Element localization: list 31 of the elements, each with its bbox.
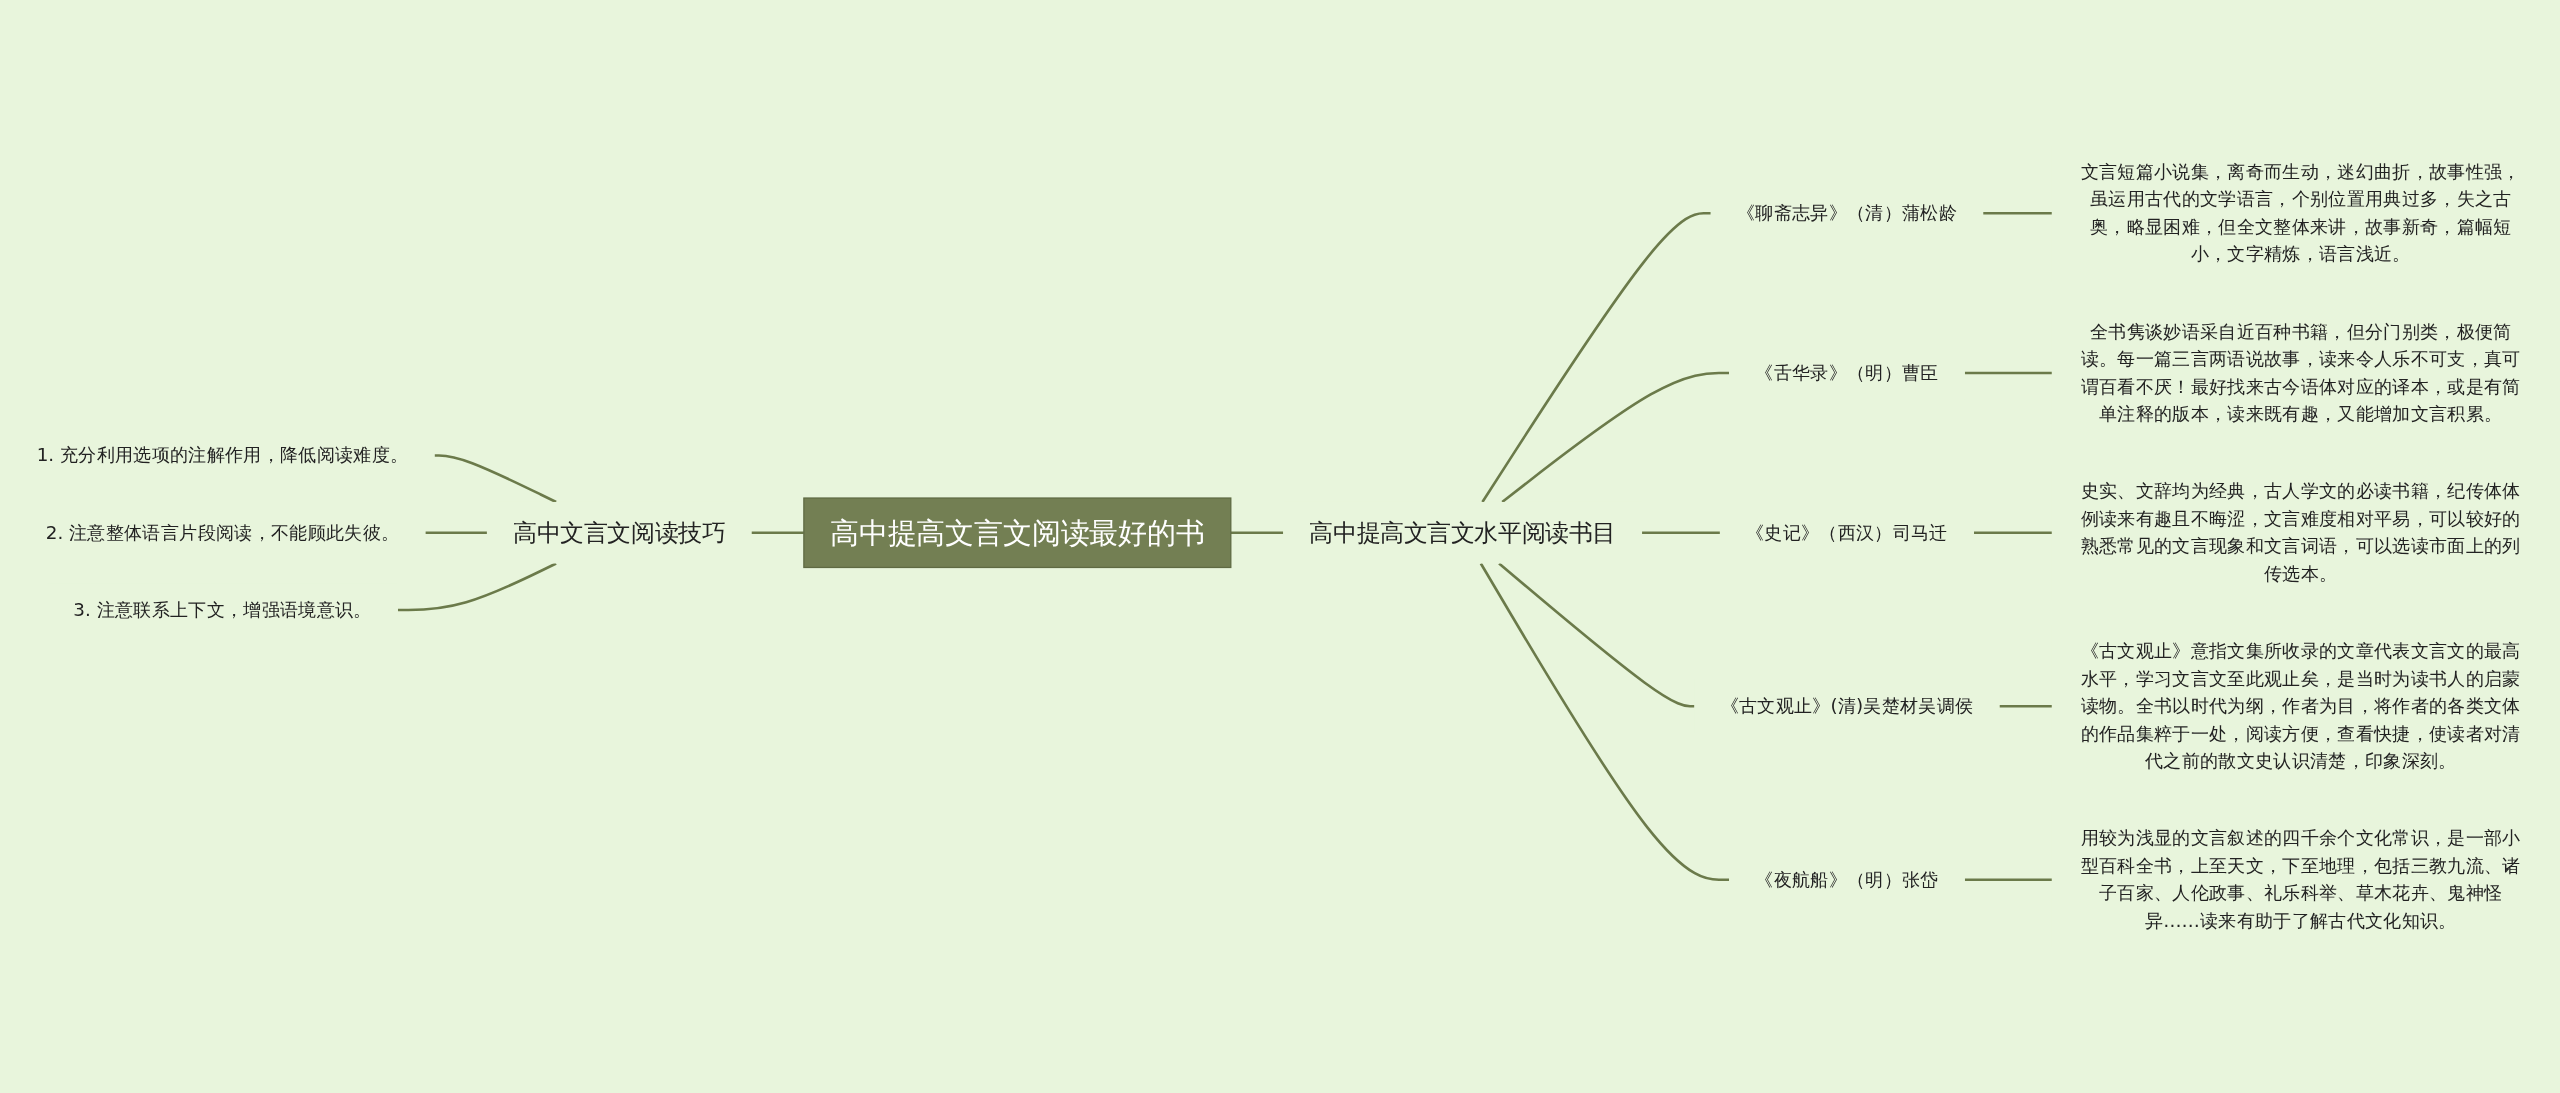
connector: [1230, 531, 1284, 535]
connector: [1964, 878, 2052, 882]
connector: [1642, 531, 1720, 535]
connector: [434, 454, 557, 504]
connector: [1974, 531, 2052, 535]
node-text: 高中提高文言文水平阅读书目: [1309, 519, 1616, 547]
node-text: 全书隽谈妙语采自近百种书籍，但分门别类，极便简读。每一篇三言两语说故事，读来令人乐不可支，真可谓百看不厌！最好找来古今语体对应的译本，或是有简单注释的版本，读来既有趣，又能增加文言积累。: [2080, 320, 2521, 425]
node-text: 文言短篇小说集，离奇而生动，迷幻曲折，故事性强，虽运用古代的文学语言，个别位置用典过多，失之古奥，略显困难，但全文整体来讲，故事新奇，篇幅短小，文字精炼，语言浅近。: [2080, 160, 2521, 265]
node-box: 高中提高文言文阅读最好的书: [803, 497, 1232, 569]
connector: [1964, 371, 2052, 375]
connector: [1479, 562, 1730, 882]
node-text: 《古文观止》意指文集所收录的文章代表文言文的最高水平，学习文言文至此观止矣，是当时为读书人的启蒙读物。全书以时代为纲，作者为目，将作者的各类文体的作品集粹于一处，阅读方便，查看快捷，使读者对清代之前的散文史认识清楚，印象深刻。: [2080, 640, 2521, 772]
connector: [1501, 371, 1730, 503]
node-text: 1. 充分利用选项的注解作用，降低阅读难度。: [36, 444, 409, 466]
connector: [1983, 211, 2052, 215]
node-text: 用较为浅显的文言叙述的四千余个文化常识，是一部小型百科全书，上至天文，下至地理，包括三教九流、诸子百家、人伦政事、礼乐科举、草木花卉、鬼神怪异……读来有助于了解古代文化知识。: [2080, 827, 2521, 931]
node-text: 《舌华录》（明）曹臣: [1755, 361, 1939, 383]
node-text: 《史记》（西汉）司马迁: [1746, 521, 1948, 543]
connector: [1498, 562, 1695, 708]
node-text: 《夜航船》（明）张岱: [1755, 868, 1939, 890]
connector: [397, 562, 557, 612]
connector: [1481, 211, 1711, 503]
node-text: 《古文观止》(清)吴楚材吴调侯: [1720, 695, 1974, 717]
node-text: 《聊斋志异》（清）蒲松龄: [1736, 202, 1957, 224]
node-text: 史实、文辞均为经典，古人学文的必读书籍，纪传体体例读来有趣且不晦涩，文言难度相对平易，可以较好的熟悉常见的文言现象和文言词语，可以选读市面上的列传选本。: [2080, 480, 2521, 584]
node-text: 2. 注意整体语言片段阅读，不能顾此失彼。: [45, 521, 400, 543]
node-text: 3. 注意联系上下文，增强语境意识。: [73, 598, 372, 620]
connector: [1999, 704, 2052, 708]
connector: [751, 531, 804, 535]
node-text: 高中文言文阅读技巧: [513, 519, 726, 547]
connector: [425, 531, 487, 535]
